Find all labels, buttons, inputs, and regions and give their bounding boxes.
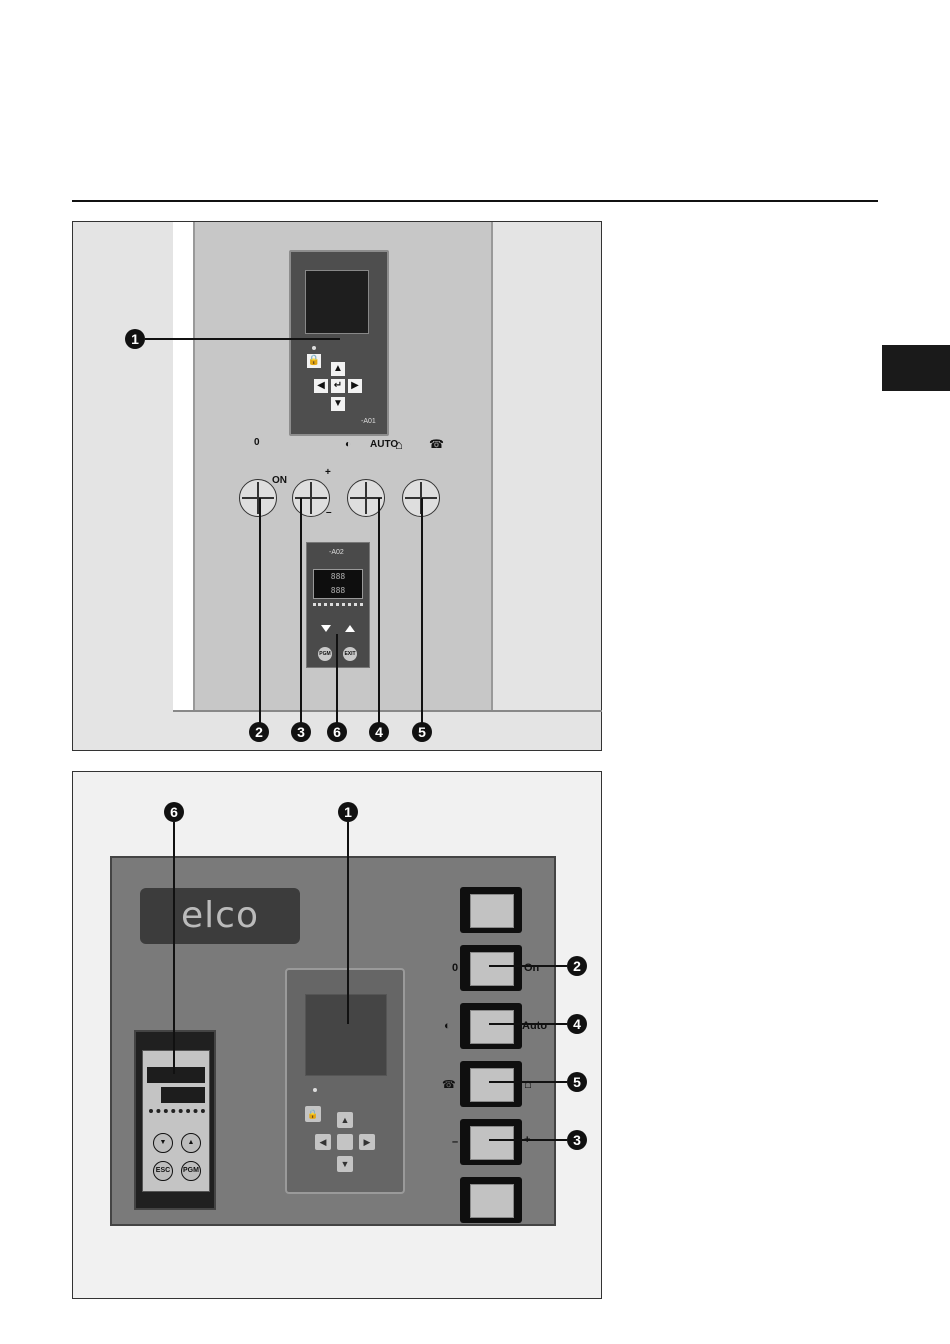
house-icon: ⌂ [395,437,403,452]
burner-icon: ◐ [444,1020,451,1032]
ctrl-display-line-2 [161,1087,205,1103]
hmi-panel: 🔒 ▲ ◀ ↵ ▶ ▼ -A01 [289,250,389,436]
switch-face [470,1126,514,1160]
ctrl-tag: -A02 [329,549,344,556]
burner-icon: ◐ [345,439,351,450]
knob-on-label: ON [272,475,287,486]
callout-line-4 [489,1023,567,1025]
cabinet-side-strip [173,222,194,710]
ctrl-display-line-1: 888 [314,570,362,584]
switch-power[interactable] [460,1119,522,1165]
arrow-up-icon[interactable]: ▲ [181,1133,201,1153]
switch-face [470,1010,514,1044]
arrow-down-icon[interactable]: ▼ [337,1156,353,1172]
enter-icon[interactable]: ↵ [331,379,345,393]
callout-2: 2 [567,956,587,976]
knob-plus-label: + [325,467,331,478]
ctrl-display-line-2: 888 [314,584,362,598]
figure-control-panel: elco 🔒 ▲ ◀ ▶ ▼ ▼ ▲ ESC PGM [72,771,602,1299]
callout-1: 1 [125,329,145,349]
exit-button[interactable]: EXIT [343,647,357,661]
switch-face [470,1068,514,1102]
lock-icon[interactable]: 🔒 [307,354,321,368]
ctrl-led-row [313,603,363,609]
switch-mode-auto-label: Auto [522,1020,547,1032]
switch-main-on-label: On [524,962,539,974]
callout-3: 3 [567,1130,587,1150]
callout-line-1 [145,338,340,340]
callout-line-6 [336,634,338,724]
callout-line-4 [378,498,380,724]
callout-line-1 [347,822,349,1024]
callout-6: 6 [327,722,347,742]
phone-icon: ☎ [429,437,444,451]
callout-4: 4 [369,722,389,742]
hmi-screen [305,270,369,334]
switch-face [470,952,514,986]
switch-face [470,1184,514,1218]
switch-bottom[interactable] [460,1177,522,1223]
switch-main[interactable] [460,945,522,991]
callout-5: 5 [412,722,432,742]
callout-line-2 [259,498,261,724]
callout-line-5 [421,498,423,724]
arrow-right-icon[interactable]: ▶ [359,1134,375,1150]
knob-off-label: 0 [254,437,260,448]
lock-icon[interactable]: 🔒 [305,1106,321,1122]
switch-mode[interactable] [460,1003,522,1049]
arrow-left-icon[interactable]: ◀ [315,1134,331,1150]
status-led [313,1088,317,1092]
pgm-button[interactable]: PGM [318,647,332,661]
ctrl-icon-row [149,1109,205,1119]
house-icon: ⌂ [524,1076,532,1091]
burner-controller: -A02 888 888 PGM EXIT [306,542,370,668]
callout-1: 1 [338,802,358,822]
hmi-panel: 🔒 ▲ ◀ ▶ ▼ [285,968,405,1194]
switch-top[interactable] [460,887,522,933]
top-rule [72,200,878,202]
callout-4: 4 [567,1014,587,1034]
pgm-button[interactable]: PGM [181,1161,201,1181]
hmi-screen [305,994,387,1076]
callout-line-3 [489,1139,567,1141]
knob-auto-label: AUTO [370,439,398,450]
arrow-right-icon[interactable]: ▶ [348,379,362,393]
callout-line-5 [489,1081,567,1083]
main-switch-knob[interactable] [239,479,277,517]
callout-line-3 [300,498,302,724]
switch-face [470,894,514,928]
hmi-tag: -A01 [361,418,376,425]
callout-3: 3 [291,722,311,742]
callout-2: 2 [249,722,269,742]
ctrl-display-line-1 [147,1067,205,1083]
callout-line-6 [173,822,175,1074]
switch-main-off-label: 0 [452,962,458,974]
arrow-down-icon[interactable] [321,625,331,632]
switch-power-minus-label: – [452,1136,458,1148]
enter-key[interactable] [337,1134,353,1150]
status-led [312,346,316,350]
figure-cabinet-front: 🔒 ▲ ◀ ↵ ▶ ▼ -A01 0 ON + – ◐ AUTO ⌂ ☎ -A0… [72,221,602,751]
arrow-down-icon[interactable]: ▼ [331,397,345,411]
arrow-up-icon[interactable]: ▲ [337,1112,353,1128]
callout-6: 6 [164,802,184,822]
burner-controller: ▼ ▲ ESC PGM [134,1030,216,1210]
knob-minus-label: – [326,507,332,518]
arrow-down-icon[interactable]: ▼ [153,1133,173,1153]
switch-remote-local[interactable] [460,1061,522,1107]
ctrl-display: 888 888 [313,569,363,599]
cabinet-base-line [173,710,602,712]
elco-logo: elco [140,888,300,944]
control-panel: elco 🔒 ▲ ◀ ▶ ▼ ▼ ▲ ESC PGM [110,856,556,1226]
arrow-up-icon[interactable]: ▲ [331,362,345,376]
arrow-up-icon[interactable] [345,625,355,632]
section-tab-marker [882,345,950,391]
power-adjust-knob[interactable] [292,479,330,517]
controller-face: ▼ ▲ ESC PGM [142,1050,210,1192]
phone-icon: ☎ [442,1078,456,1091]
callout-5: 5 [567,1072,587,1092]
esc-button[interactable]: ESC [153,1161,173,1181]
callout-line-2 [489,965,567,967]
arrow-left-icon[interactable]: ◀ [314,379,328,393]
